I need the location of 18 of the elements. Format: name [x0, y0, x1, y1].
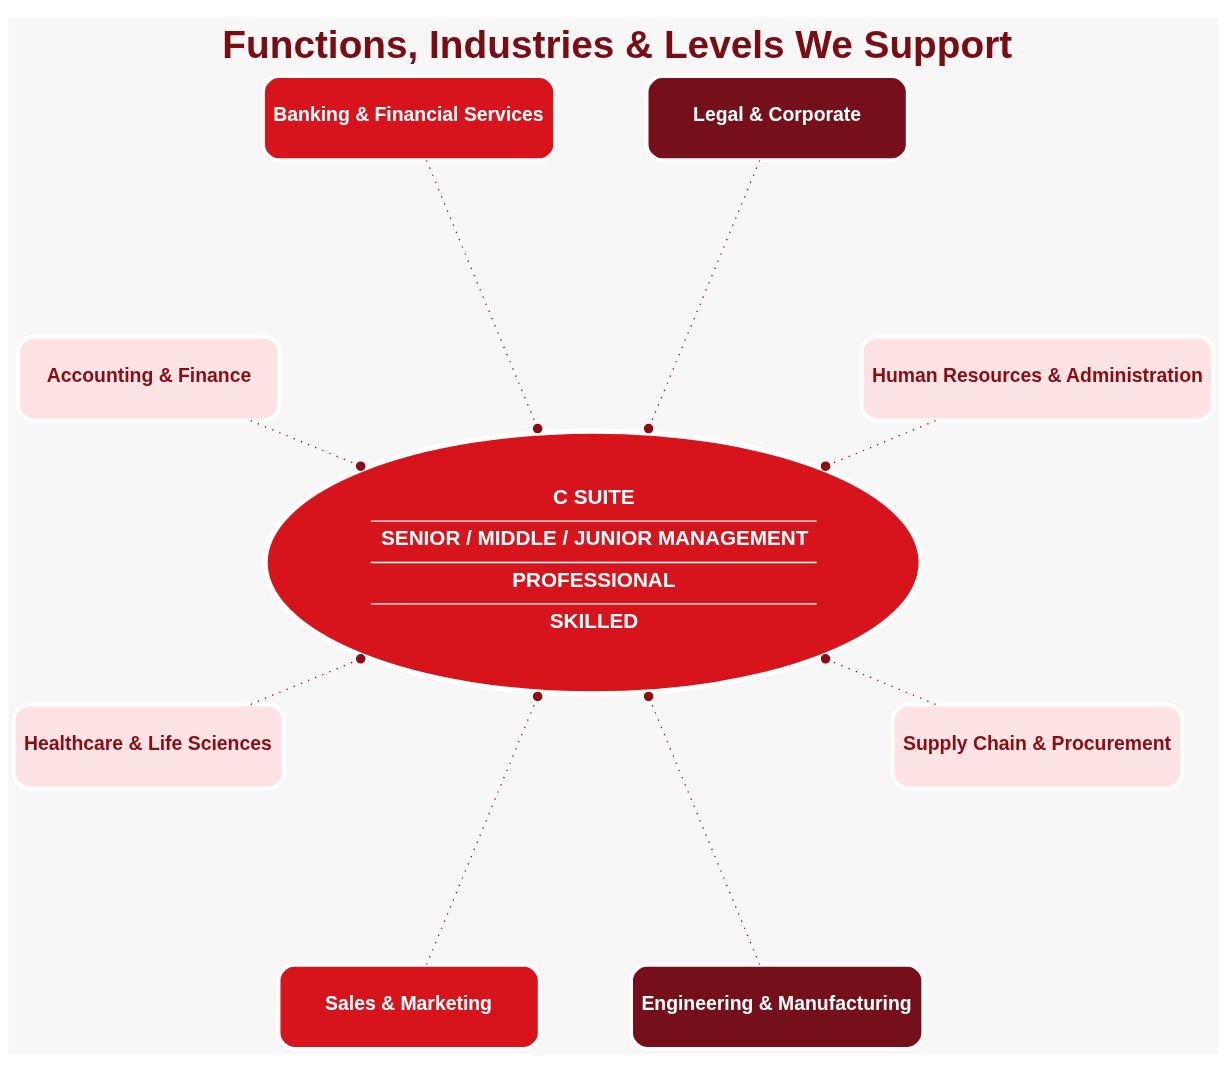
connector — [643, 159, 761, 433]
connector — [643, 691, 761, 965]
node-box: Human Resources & Administration — [859, 334, 1216, 422]
node-box: Supply Chain & Procurement — [890, 702, 1185, 790]
node-box: Accounting & Finance — [16, 334, 282, 422]
node-ellipse: C SUITE SENIOR / MIDDLE / JUNIOR MANAGEMENT PROFESSIONAL SKILLED — [262, 428, 924, 697]
node-box: Legal & Corporate — [644, 73, 910, 162]
connector — [250, 419, 366, 471]
connector — [425, 691, 543, 965]
node-box: Engineering & Manufacturing — [629, 962, 926, 1051]
node-box: Banking & Financial Services — [261, 73, 558, 162]
connector — [820, 653, 937, 705]
diagram-title: Functions, Industries & Levels We Support — [222, 22, 1013, 66]
connector — [250, 653, 366, 705]
node-box: Sales & Marketing — [276, 962, 542, 1051]
node-box: Healthcare & Life Sciences — [11, 702, 286, 790]
connector — [425, 159, 543, 433]
connector — [820, 419, 937, 471]
